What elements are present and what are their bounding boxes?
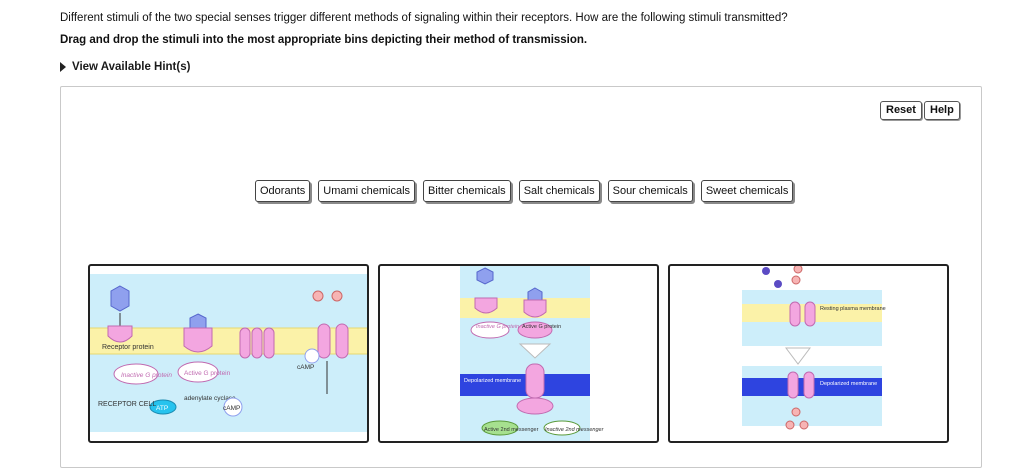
ion-channel-diagram: Resting plasma membrane Depolarized memb… — [742, 266, 886, 430]
instruction-text: Drag and drop the stimuli into the most … — [60, 34, 588, 46]
adenylate-cyclase-label: adenylate cyclase — [184, 395, 236, 402]
drop-bin-second-messenger[interactable]: Inactive G protein Active G protein Depo… — [378, 264, 659, 443]
bin2-active-2nd-label: Active 2nd messenger — [484, 427, 539, 433]
receptor-cell-label: RECEPTOR CELL — [98, 401, 156, 408]
drop-bin-gprotein-camp[interactable]: Receptor protein Inactive G protein Acti… — [88, 264, 369, 443]
label-sour[interactable]: Sour chemicals — [607, 180, 693, 202]
question-text: Different stimuli of the two special sen… — [60, 12, 788, 24]
gprotein-camp-diagram: Receptor protein Inactive G protein Acti… — [90, 274, 367, 432]
label-sweet[interactable]: Sweet chemicals — [700, 180, 794, 202]
hints-link-label: View Available Hint(s) — [72, 61, 191, 73]
camp-label: cAMP — [297, 364, 314, 371]
active-g-protein-label: Active G protein — [184, 370, 231, 377]
bin2-inactive-g-label: Inactive G protein — [476, 324, 519, 330]
camp2-label: cAMP — [223, 405, 240, 412]
bin2-depolarized-label: Depolarized membrane — [464, 378, 521, 384]
hints-toggle[interactable]: View Available Hint(s) — [60, 61, 190, 73]
draggable-labels: Odorants Umami chemicals Bitter chemical… — [255, 180, 794, 202]
label-umami[interactable]: Umami chemicals — [318, 180, 416, 202]
bin3-resting-label: Resting plasma membrane — [820, 306, 886, 312]
help-button[interactable]: Help — [924, 101, 960, 120]
label-salt[interactable]: Salt chemicals — [518, 180, 600, 202]
bin2-active-g-label: Active G protein — [522, 324, 561, 330]
receptor-protein-label: Receptor protein — [102, 344, 154, 351]
bin3-depolarized-label: Depolarized membrane — [820, 381, 877, 387]
label-odorants[interactable]: Odorants — [255, 180, 311, 202]
inactive-g-protein-label: Inactive G protein — [121, 372, 172, 379]
drop-bin-ion-channel[interactable]: Resting plasma membrane Depolarized memb… — [668, 264, 949, 443]
caret-right-icon — [60, 62, 66, 72]
bin2-inactive-2nd-label: Inactive 2nd messenger — [545, 427, 605, 433]
label-bitter[interactable]: Bitter chemicals — [423, 180, 511, 202]
atp-label: ATP — [156, 405, 168, 412]
reset-button[interactable]: Reset — [880, 101, 922, 120]
second-messenger-diagram: Inactive G protein Active G protein Depo… — [460, 266, 605, 441]
